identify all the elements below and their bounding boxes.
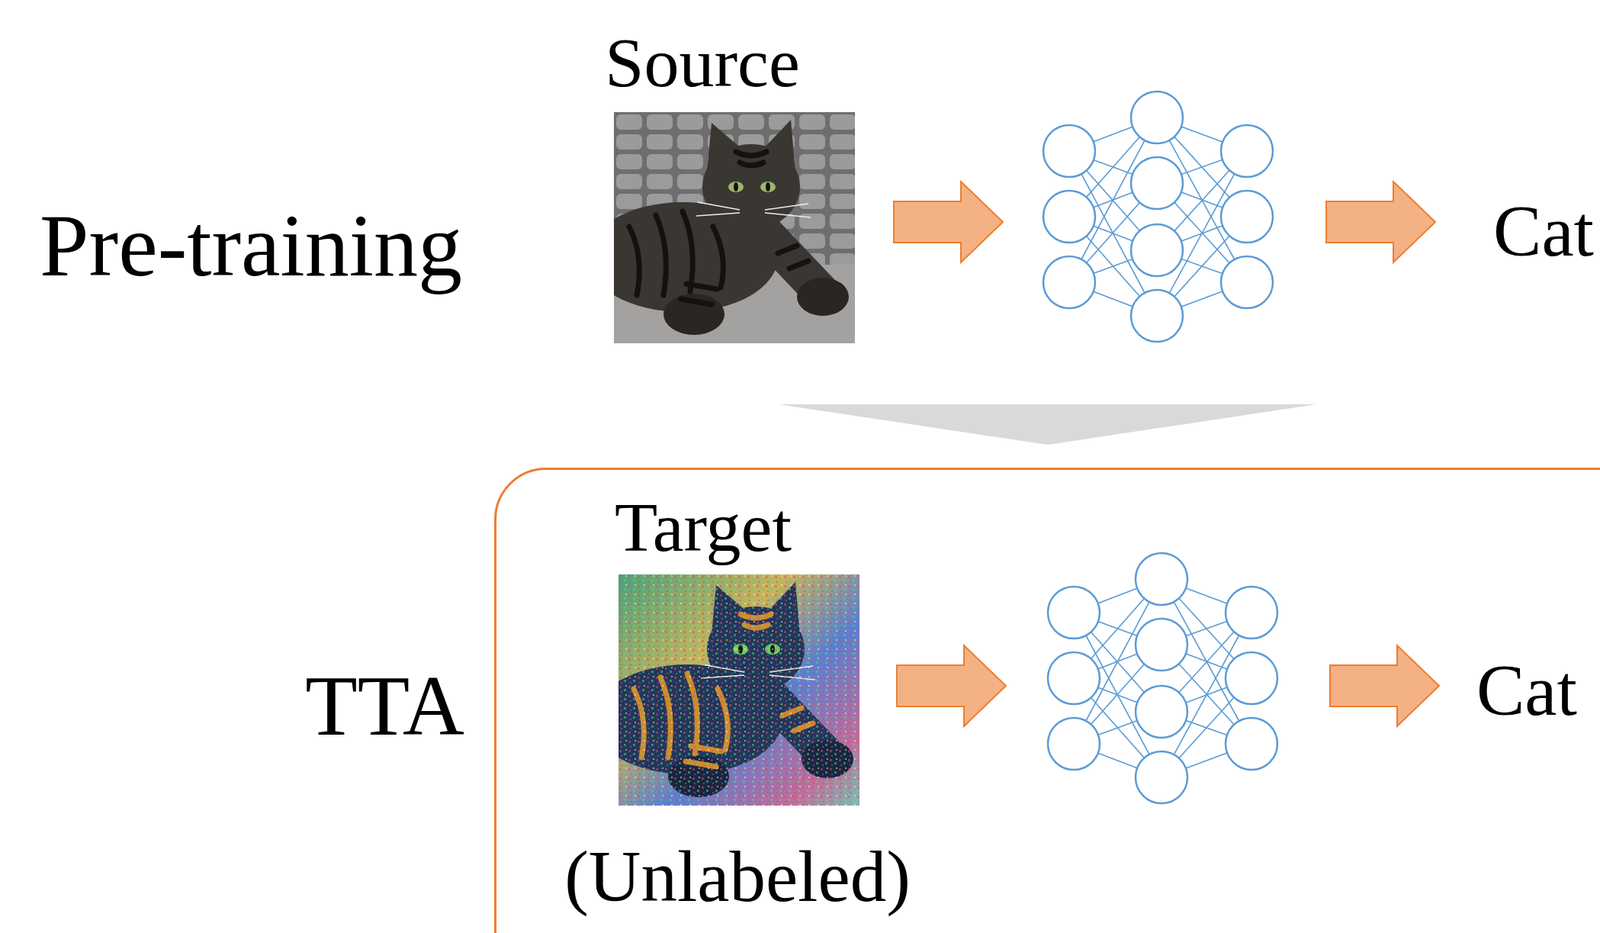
target-image: [591, 574, 860, 806]
stage-label: TTA: [305, 662, 465, 749]
flow-arrow: [893, 181, 1003, 263]
image-caption: Target: [614, 491, 792, 563]
flow-arrow: [896, 645, 1006, 727]
stage-label: Pre-training: [39, 201, 463, 290]
output-label: Cat: [1493, 195, 1594, 268]
flow-arrow: [1326, 181, 1436, 263]
flow-arrow: [1330, 645, 1440, 727]
image-caption: Source: [604, 27, 800, 98]
transition-triangle: [778, 404, 1317, 445]
neural-network: [1043, 91, 1273, 342]
output-label: Cat: [1476, 654, 1578, 727]
source-image: [587, 112, 855, 344]
stage-frame: Target (Unlabeled): [494, 467, 1600, 933]
neural-network: [1047, 552, 1278, 804]
note-label: (Unlabeled): [564, 840, 911, 913]
